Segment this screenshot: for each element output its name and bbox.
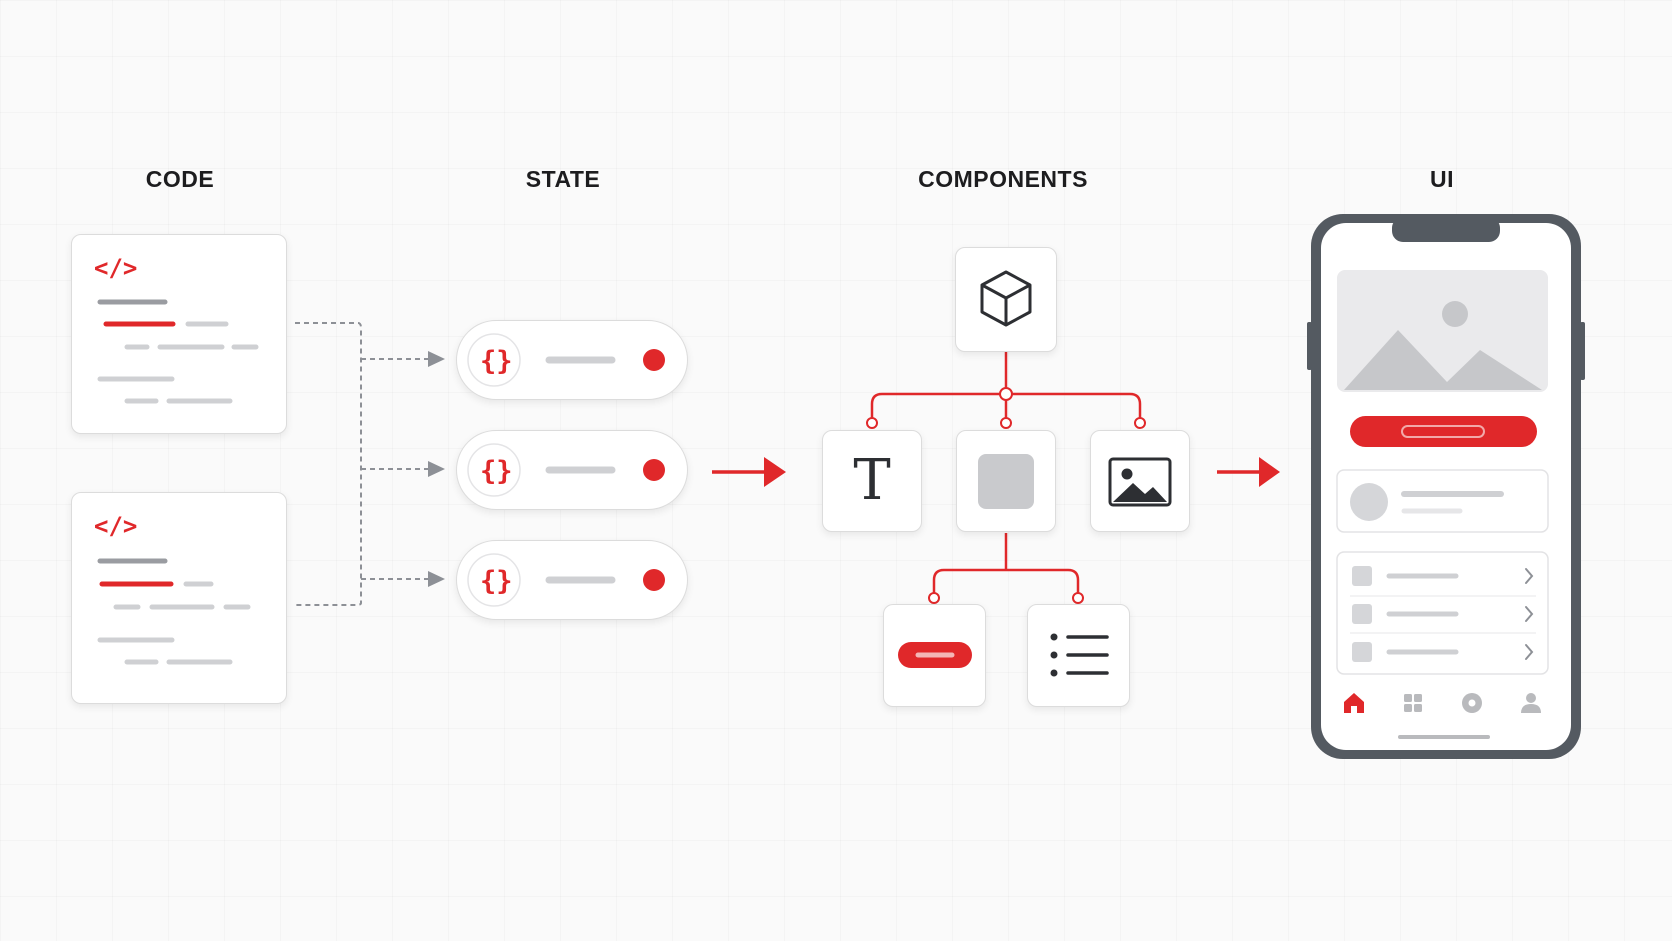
- button-icon: [898, 642, 972, 668]
- component-button-node: [883, 604, 986, 707]
- grid-icon[interactable]: [1404, 694, 1422, 712]
- stage-heading-components: COMPONENTS: [918, 166, 1088, 192]
- avatar: [1350, 483, 1388, 521]
- status-dot: [643, 459, 665, 481]
- list-item[interactable]: [1352, 566, 1534, 586]
- code-tag-icon: </>: [94, 254, 137, 282]
- arrowhead-icon: [428, 571, 445, 587]
- list-icon: [1050, 633, 1109, 677]
- component-text-node: T: [822, 430, 922, 532]
- component-list-node: [1027, 604, 1130, 707]
- curly-braces-icon: {}: [480, 566, 513, 597]
- image-placeholder-icon: [1344, 301, 1542, 390]
- stage-heading-state: STATE: [525, 166, 601, 192]
- profile-icon[interactable]: [1521, 693, 1541, 713]
- arrow-right-icon: [1259, 457, 1280, 487]
- stage-heading-ui: UI: [1430, 166, 1454, 192]
- component-image-node: [1090, 430, 1190, 532]
- dashed-connector: [295, 322, 362, 606]
- list-item[interactable]: [1352, 642, 1534, 662]
- bottom-nav: [1344, 693, 1541, 739]
- cube-icon: [980, 270, 1032, 327]
- stage-heading-code: CODE: [145, 166, 215, 192]
- chevron-right-icon: [1525, 568, 1534, 584]
- box-icon: [978, 454, 1034, 509]
- curly-braces-icon: {}: [480, 456, 513, 487]
- chevron-right-icon: [1525, 606, 1534, 622]
- code-tag-icon: </>: [94, 512, 137, 540]
- tree-node-dot: [1000, 417, 1012, 429]
- profile-card[interactable]: [1336, 469, 1549, 533]
- state-pill: {}: [456, 320, 688, 400]
- compass-icon[interactable]: [1462, 693, 1482, 713]
- tree-node-dot: [1072, 592, 1084, 604]
- component-box-node: [956, 430, 1056, 532]
- arrowhead-icon: [428, 461, 445, 477]
- arrowhead-icon: [428, 351, 445, 367]
- status-dot: [643, 349, 665, 371]
- chevron-right-icon: [1525, 644, 1534, 660]
- home-indicator: [1398, 735, 1490, 739]
- tree-node-dot: [866, 417, 878, 429]
- status-dot: [643, 569, 665, 591]
- code-card: </>: [71, 492, 287, 704]
- state-pill: {}: [456, 540, 688, 620]
- list-item[interactable]: [1352, 604, 1534, 624]
- code-card: </>: [71, 234, 287, 434]
- phone-notch: [1392, 217, 1500, 242]
- image-icon: [1108, 457, 1172, 507]
- text-icon: T: [853, 448, 890, 513]
- tree-node-dot: [999, 387, 1013, 401]
- tree-node-dot: [928, 592, 940, 604]
- tree-node-dot: [1134, 417, 1146, 429]
- component-root-node: [955, 247, 1057, 352]
- arrow-right-icon: [764, 457, 786, 487]
- home-icon[interactable]: [1344, 693, 1364, 713]
- curly-braces-icon: {}: [480, 346, 513, 377]
- state-pill: {}: [456, 430, 688, 510]
- phone-mockup: [1307, 214, 1585, 759]
